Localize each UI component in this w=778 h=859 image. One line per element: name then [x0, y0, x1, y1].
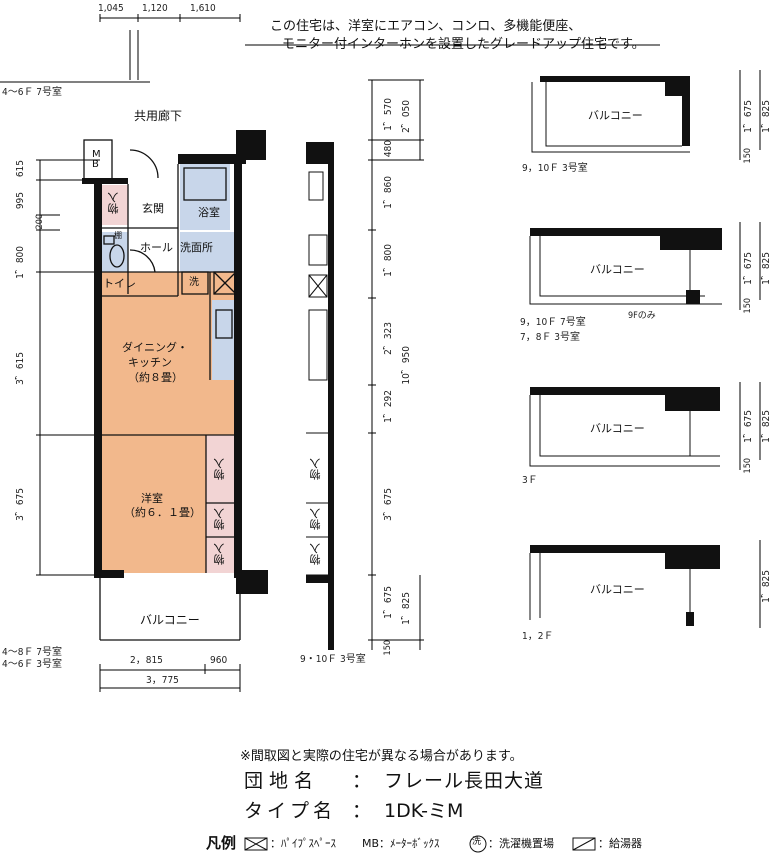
toilet-label: トイレ: [103, 277, 136, 290]
center-dim-3675: 3，675: [383, 488, 394, 521]
variant2-dim-1825: 1，825: [761, 252, 772, 285]
unit-label-main: 4～6Ｆ 7号室: [2, 87, 63, 98]
washer-mark: 洗: [189, 277, 199, 288]
variant1-label: 9，10Ｆ 3号室: [522, 163, 588, 174]
legend-item-mb: MB：ﾒｰﾀｰﾎﾞｯｸｽ: [362, 837, 440, 850]
legend-item-washer: ：洗濯機置場: [488, 837, 554, 850]
center-dim-480: 480: [383, 140, 394, 158]
washroom-label: 洗面所: [180, 241, 213, 254]
western-label: 洋室: [141, 492, 163, 505]
disclaimer: ※間取図と実際の住宅が異なる場合があります。: [240, 749, 523, 764]
variant3-dim-1825: 1，825: [761, 410, 772, 443]
dining-label: ダイニング・: [122, 341, 188, 354]
variant1-dim-1675: 1，675: [743, 100, 754, 133]
bottom-label-1: 4～8Ｆ 7号室: [2, 647, 63, 658]
center-dim-1675: 1，675: [383, 586, 394, 619]
variant2-label-2: 7，8Ｆ 3号室: [520, 332, 581, 343]
center-dim-1825: 1，825: [401, 592, 412, 625]
legend-item-heater: ：給湯器: [598, 837, 642, 850]
storage-western-3: 物入: [213, 543, 226, 565]
legend-title: 凡例: [206, 834, 237, 852]
entrance-label: 玄関: [142, 202, 164, 215]
side-storage-1: 物入: [309, 458, 322, 480]
info-value-2: 1DK-ミM: [384, 800, 464, 822]
bottom-dim-3775: 3，775: [146, 675, 179, 686]
legend-item-pipe: ：ﾊﾟｲﾌﾟｽﾍﾟｰｽ: [270, 837, 336, 850]
left-dim-1800: 1，800: [15, 246, 26, 279]
variant2-note: 9Fのみ: [628, 311, 656, 321]
center-dim-1292: 1，292: [383, 390, 394, 423]
bottom-dim-2815: 2，815: [130, 655, 163, 666]
info-label-1: 団地名: [244, 770, 320, 792]
side-storage-3: 物入: [309, 543, 322, 565]
side-label: 9・10Ｆ 3号室: [300, 654, 366, 665]
left-dim-3615: 3，615: [15, 352, 26, 385]
variant3-dim-150: 150: [743, 458, 753, 474]
variant2-dim-1675: 1，675: [743, 252, 754, 285]
info-label-2: タイプ名: [244, 800, 337, 822]
center-dim-2323: 2，323: [383, 322, 394, 355]
center-dim-1860: 1，860: [383, 176, 394, 209]
left-dim-3675: 3，675: [15, 488, 26, 521]
top-dim-2: 1,120: [142, 3, 168, 14]
variant3-label: 3Ｆ: [522, 475, 538, 486]
storage-western-1: 物入: [213, 458, 226, 480]
center-dim-1800: 1，800: [383, 244, 394, 277]
legend-washer-icon: 洗: [472, 837, 482, 847]
hall-label: ホール: [140, 241, 173, 254]
variant1-balcony: バルコニー: [588, 109, 643, 122]
variant3-dim-1675: 1，675: [743, 410, 754, 443]
corridor-label: 共用廊下: [134, 109, 183, 123]
variant1-dim-1825: 1，825: [761, 100, 772, 133]
bottom-dim-960: 960: [210, 655, 228, 666]
variant2-dim-150: 150: [743, 298, 753, 314]
center-dim-2050: 2，050: [401, 100, 412, 133]
side-storage-2: 物入: [309, 508, 322, 530]
left-dim-995: 995: [15, 192, 26, 210]
dining-size: （約８畳）: [128, 371, 183, 384]
variant1-dim-150: 150: [743, 148, 753, 164]
variant3-balcony: バルコニー: [590, 422, 645, 435]
variant4-balcony: バルコニー: [590, 583, 645, 596]
center-dim-1570: 1，570: [383, 98, 394, 131]
balcony-main: バルコニー: [140, 613, 200, 627]
variant4-label: 1，2Ｆ: [522, 631, 554, 642]
bath-label: 浴室: [198, 206, 220, 219]
header-note-line2: モニター付インターホンを設置したグレードアップ住宅です。: [282, 37, 645, 52]
header-note-line1: この住宅は、洋室にエアコン、コンロ、多機能便座、: [270, 19, 582, 34]
western-size: （約６．１畳）: [124, 506, 201, 519]
storage-entrance: 物入: [107, 192, 120, 214]
storage-western-2: 物入: [213, 508, 226, 530]
left-dim-200: 200: [35, 214, 45, 230]
bottom-label-2: 4～6Ｆ 3号室: [2, 659, 63, 670]
variant2-label-1: 9，10Ｆ 7号室: [520, 317, 586, 328]
top-dim-1: 1,045: [98, 3, 124, 14]
top-dim-3: 1,610: [190, 3, 216, 14]
left-dim-615: 615: [15, 160, 26, 178]
kitchen-label: キッチン: [128, 356, 172, 369]
info-sep-2: ：: [352, 800, 378, 822]
center-dim-150: 150: [383, 640, 393, 656]
variant4-dim-1825: 1，825: [761, 570, 772, 603]
info-value-1: フレール長田大道: [384, 770, 545, 792]
variant2-balcony: バルコニー: [590, 263, 645, 276]
info-sep-1: ：: [352, 770, 378, 792]
center-dim-10950: 10，950: [401, 346, 412, 385]
mb-label: M B: [92, 149, 101, 170]
cabinet-mark: 棚: [114, 231, 122, 240]
